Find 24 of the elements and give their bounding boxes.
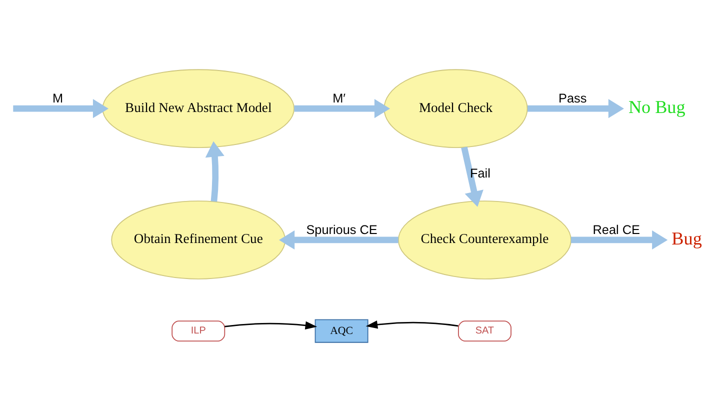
edge-label: M′ [332,90,346,105]
edge-label: Spurious CE [306,222,378,236]
node-ellipse: Model Check [384,68,528,148]
node-ellipse: Build New Abstract Model [102,68,295,148]
edge-label: Fail [470,166,490,180]
arrow [461,146,484,206]
edge-label: Pass [558,90,587,105]
arrow [366,320,458,328]
arrow [528,98,624,118]
arrow [571,230,668,250]
arrow [205,140,224,202]
edge-label: Real CE [592,222,640,236]
arrow [13,98,109,118]
node-ellipse: Obtain Refinement Cue [111,200,286,279]
node-ellipse: Check Counterexample [398,200,572,279]
node-text: Bug [672,228,702,248]
arrow [224,320,318,329]
edge-label: M [52,90,64,105]
node-box: SAT [458,320,512,341]
arrow [294,98,390,118]
node-text: No Bug [628,96,686,117]
node-box: ILP [172,320,226,341]
arrow [279,230,398,250]
node-box: AQC [314,318,368,342]
